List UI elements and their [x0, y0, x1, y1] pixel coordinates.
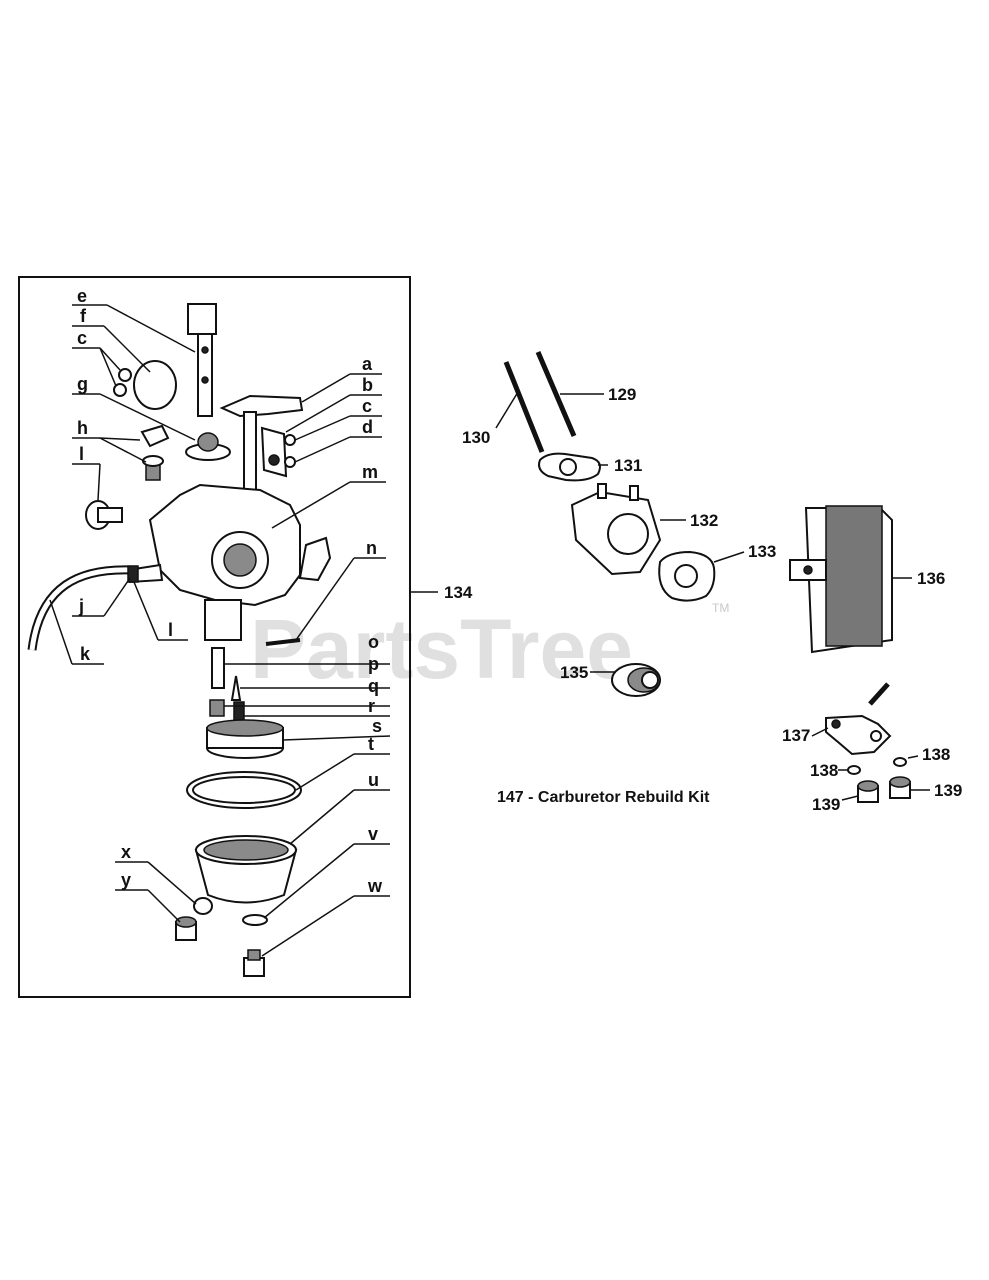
carburetor-body [126, 483, 332, 641]
label-p: p [368, 654, 379, 674]
label-134: 134 [444, 583, 473, 602]
leader-137 [811, 727, 829, 737]
watermark: PartsTree [250, 602, 633, 696]
leader-130 [495, 391, 519, 429]
o-ring-left [847, 765, 861, 775]
label-g: g [77, 374, 88, 394]
label-f: f [80, 306, 87, 326]
fuel-fittings [857, 776, 911, 803]
label-x: x [121, 842, 131, 862]
air-cleaner-shroud [789, 505, 893, 654]
label-139b: 139 [934, 781, 962, 800]
label-130: 130 [462, 428, 490, 447]
label-r: r [368, 696, 375, 716]
label-s: s [372, 716, 382, 736]
float-needle [230, 675, 242, 701]
mounting-studs [503, 351, 577, 453]
label-136: 136 [917, 569, 945, 588]
choke-screws [113, 368, 132, 397]
label-y: y [121, 870, 131, 890]
label-135: 135 [560, 663, 588, 682]
o-ring-right [893, 757, 907, 767]
float-pin [265, 638, 301, 646]
pilot-jet [140, 424, 170, 481]
insulator-gasket [538, 452, 601, 482]
kit-label: 147 - Carburetor Rebuild Kit [497, 789, 710, 806]
main-nozzle [211, 647, 225, 689]
label-c1: c [77, 328, 87, 348]
carburetor-assembly-frame [18, 276, 411, 998]
label-n: n [366, 538, 377, 558]
main-jet [209, 699, 225, 717]
label-138b: 138 [922, 745, 950, 764]
label-m: m [362, 462, 378, 482]
choke-plate [133, 360, 177, 410]
label-a: a [362, 354, 373, 374]
label-131: 131 [614, 456, 642, 475]
idle-screw [85, 500, 123, 530]
label-l2: l [168, 620, 173, 640]
drain-screw [175, 916, 197, 941]
label-h: h [77, 418, 88, 438]
label-t: t [368, 734, 374, 754]
bowl-washer [242, 914, 268, 926]
bowl-bolt [243, 949, 265, 977]
label-l1: l [79, 444, 84, 464]
label-v: v [368, 824, 378, 844]
fuel-line-clamp [127, 565, 139, 583]
label-132: 132 [690, 511, 718, 530]
label-129: 129 [608, 385, 636, 404]
carburetor-spacer [570, 483, 662, 576]
throttle-seal [611, 663, 661, 697]
label-139a: 139 [812, 795, 840, 814]
float-bowl [194, 835, 298, 904]
label-w: w [367, 876, 383, 896]
label-u: u [368, 770, 379, 790]
choke-shaft [187, 303, 217, 417]
label-137: 137 [782, 726, 810, 745]
air-cleaner-gasket [658, 550, 716, 602]
float [206, 719, 284, 759]
choke-seal [185, 432, 231, 461]
label-j: j [78, 596, 84, 616]
letter-labels: e f c g h l a b c d m n [49, 286, 391, 957]
label-c2: c [362, 396, 372, 416]
label-q: q [368, 676, 379, 696]
label-133: 133 [748, 542, 776, 561]
fuel-line [29, 567, 133, 651]
label-o: o [368, 632, 379, 652]
label-k: k [80, 644, 91, 664]
needle-spring [233, 701, 245, 721]
label-138a: 138 [810, 761, 838, 780]
throttle-lever [219, 394, 304, 491]
trademark: TM [712, 601, 729, 615]
drain-washer [193, 897, 213, 915]
throttle-plate [260, 426, 296, 478]
label-d: d [362, 417, 373, 437]
label-e: e [77, 286, 87, 306]
leader-133 [713, 551, 745, 563]
label-b: b [362, 375, 373, 395]
fuel-shutoff-valve [825, 682, 892, 756]
